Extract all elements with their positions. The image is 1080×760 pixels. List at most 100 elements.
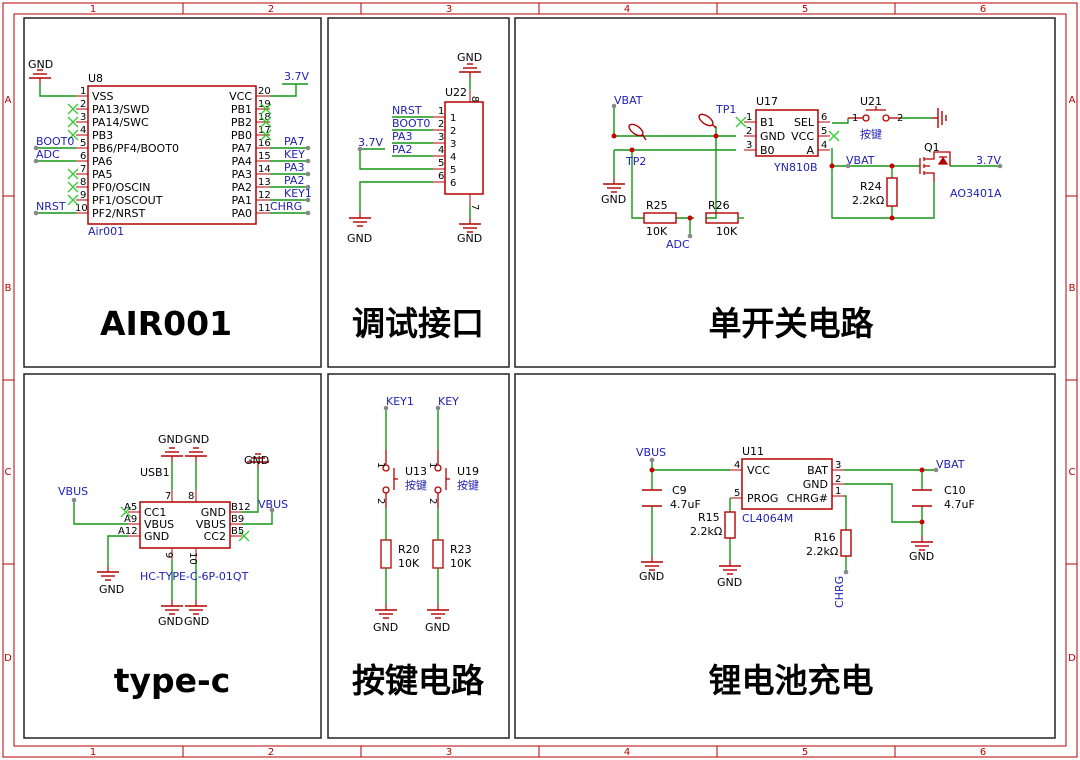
usb1-pin-name: GND [144, 530, 169, 543]
usb1-pin-number: B9 [231, 514, 244, 525]
usb1-pin-name: VBUS [144, 518, 174, 531]
u11-pin-number: 2 [835, 474, 841, 485]
u8-pin-number: 18 [258, 112, 271, 123]
frame-row-label: B [5, 283, 12, 294]
u19-label: 按键 [457, 478, 479, 492]
gnd-net-label: GND [158, 433, 183, 446]
net-label-boot0: BOOT0 [36, 135, 74, 148]
u8-pin-name: PB1 [231, 103, 252, 116]
test-point-label: TP1 [715, 103, 736, 116]
u22-pin-number: 3 [438, 132, 444, 143]
u11-pin-name: GND [803, 478, 828, 491]
usb1-pin-number: A5 [124, 502, 137, 513]
net-label-key1: KEY1 [284, 187, 312, 200]
gnd-net-label: GND [909, 550, 934, 563]
net-label-adc: ADC [36, 148, 60, 161]
net-label-key: KEY [284, 148, 305, 161]
u8-mcu [76, 85, 270, 225]
u22-pin-number: 6 [438, 171, 444, 182]
u11-charger-ic [730, 458, 844, 510]
u17-pin-name: B1 [760, 116, 775, 129]
net-label-nrst: NRST [392, 104, 422, 117]
u8-pin-number: 8 [80, 177, 86, 188]
chassis-ground-symbol [932, 108, 947, 128]
frame-col-label: 4 [624, 747, 630, 758]
r20-ref: R20 [398, 543, 420, 556]
u21-pushbutton [848, 106, 900, 122]
charge-junctions [649, 467, 925, 525]
u22-pin-label: 5 [450, 165, 456, 176]
u8-pin-name: VSS [92, 90, 114, 103]
u17-pin-number: 2 [746, 126, 752, 137]
net-label-pa2: PA2 [284, 174, 304, 187]
u8-pin-number: 13 [258, 177, 271, 188]
section-title-keys: 按键电路 [352, 661, 485, 700]
u17-pin-name: A [806, 144, 814, 157]
frame-col-label: 1 [90, 747, 96, 758]
section-box-switch [514, 17, 1056, 368]
usb1-pin-name: CC2 [204, 530, 226, 543]
r23-value: 10K [450, 557, 472, 570]
gnd-net-label: GND [601, 193, 626, 206]
u8-pin-number: 15 [258, 151, 271, 162]
q1-mosfet [919, 151, 951, 182]
section-box-charge [514, 373, 1056, 739]
usb1-pin-number: A9 [124, 514, 137, 525]
r26-ref: R26 [708, 199, 730, 212]
resistor-r15 [724, 511, 736, 539]
u8-wires [36, 83, 308, 214]
u22-pin-label: 6 [450, 178, 456, 189]
r23-ref: R23 [450, 543, 472, 556]
frame-col-label: 2 [268, 4, 274, 15]
u8-pin-number: 10 [75, 203, 88, 214]
u8-pin-number: 17 [258, 125, 271, 136]
u17-pin-number: 6 [821, 112, 827, 123]
gnd-net-label: GND [28, 58, 53, 71]
frame-col-label: 6 [980, 747, 986, 758]
u13-pin-number: 2 [375, 498, 386, 504]
net-label-pa3: PA3 [392, 130, 412, 143]
u8-pin-name: PB2 [231, 116, 252, 129]
r15-ref: R15 [698, 511, 720, 524]
keys-net-ports [383, 405, 441, 411]
u11-value: CL4064M [742, 512, 793, 525]
capacitor-c10 [912, 489, 932, 507]
junction-dots [611, 133, 895, 221]
u11-pin-number: 1 [835, 486, 841, 497]
net-label-vbat: VBAT [614, 94, 643, 107]
u8-pin-number: 6 [80, 151, 86, 162]
u8-pin-number: 7 [80, 164, 86, 175]
u17-pin-name: VCC [791, 130, 814, 143]
u8-value: Air001 [88, 225, 124, 238]
frame-row-label: C [5, 467, 12, 478]
frame-col-label: 3 [446, 747, 452, 758]
usb1-pin-name: GND [201, 506, 226, 519]
u8-pin-name: PF0/OSCIN [92, 181, 150, 194]
u17-switch-ic [744, 109, 830, 157]
u8-pin-number: 14 [258, 164, 271, 175]
u13-ref: U13 [405, 465, 427, 478]
switch-net-ports [611, 103, 1003, 239]
u8-pin-number: 19 [258, 99, 271, 110]
u17-pin-name: B0 [760, 144, 775, 157]
frame-row-label: D [4, 653, 12, 664]
u8-pin-number: 20 [258, 86, 271, 97]
u8-pin-name: PA7 [232, 142, 252, 155]
resistor-r16 [840, 529, 852, 557]
u22-net-ports [357, 146, 363, 152]
section-title-typec: type-c [114, 661, 231, 700]
u8-pin-number: 9 [80, 190, 86, 201]
u8-pin-name: PA14/SWC [92, 116, 149, 129]
net-label-pa2: PA2 [392, 143, 412, 156]
u22-pin-number: 8 [469, 96, 480, 102]
u8-pin-number: 2 [80, 99, 86, 110]
u22-pin-label: 3 [450, 139, 456, 150]
u11-pin-number: 3 [835, 460, 841, 471]
u22-pin-number: 7 [469, 204, 480, 210]
u21-label: 按键 [860, 127, 882, 141]
r24-ref: R24 [860, 180, 882, 193]
u8-pin-name: PA0 [232, 207, 252, 220]
typec-wires [73, 468, 273, 600]
u22-pin-number: 5 [438, 158, 444, 169]
net-label-chrg: CHRG [833, 576, 846, 608]
